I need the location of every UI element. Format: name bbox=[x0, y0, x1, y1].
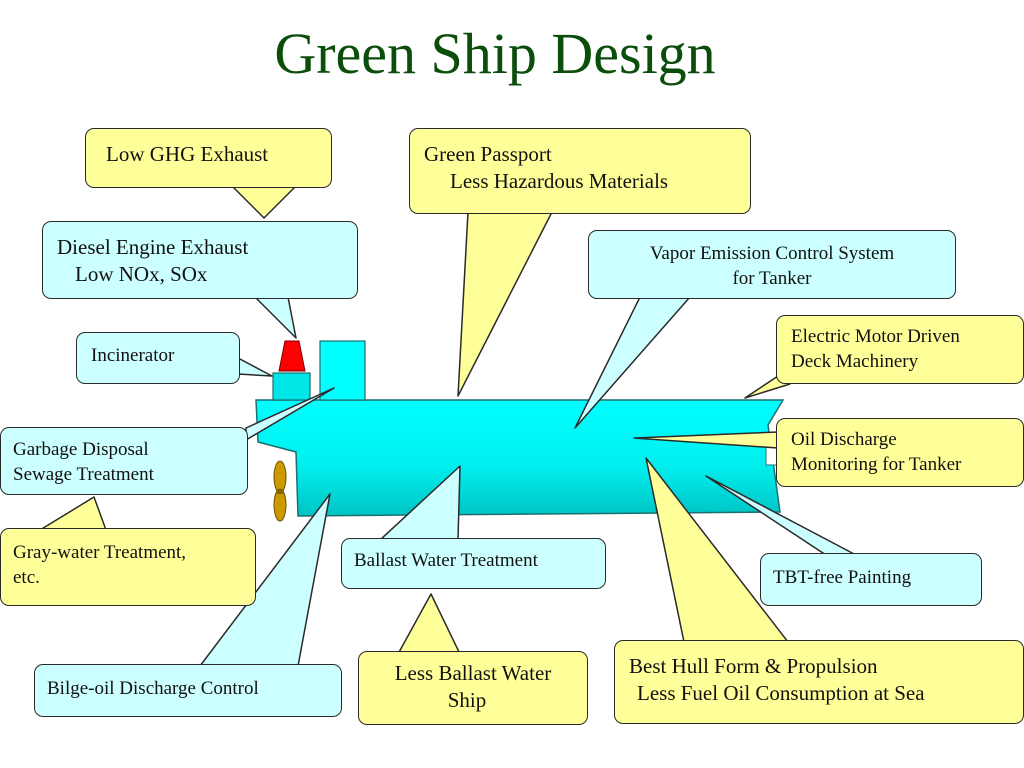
callout-pointers bbox=[39, 185, 857, 667]
pointer-green-passport bbox=[457, 211, 553, 397]
pointer-diesel bbox=[254, 296, 297, 339]
callout-line: Diesel Engine Exhaust bbox=[57, 235, 249, 259]
callout-line: Less Hazardous Materials bbox=[450, 169, 669, 194]
callout-line: Ballast Water Treatment bbox=[354, 550, 538, 571]
callout-bilge-oil: Bilge-oil Discharge Control bbox=[34, 664, 342, 717]
callout-less-ballast: Less Ballast Water Ship bbox=[358, 651, 588, 725]
callout-line: Garbage Disposal bbox=[13, 439, 149, 460]
callout-diesel-engine-exhaust: Diesel Engine Exhaust Low NOx, SOx bbox=[42, 221, 358, 299]
ship-hull bbox=[255, 399, 785, 517]
page-title: Green Ship Design bbox=[274, 21, 716, 86]
engine-casing bbox=[272, 372, 311, 401]
callout-low-ghg-exhaust: Low GHG Exhaust bbox=[85, 128, 332, 188]
callout-line: Bilge-oil Discharge Control bbox=[47, 678, 259, 699]
callout-oil-discharge: Oil Discharge Monitoring for Tanker bbox=[776, 418, 1024, 487]
callout-line: for Tanker bbox=[732, 267, 812, 289]
callout-line: Vapor Emission Control System bbox=[649, 243, 895, 264]
callout-gray-water: Gray-water Treatment, etc. bbox=[0, 528, 256, 606]
callout-line: Low GHG Exhaust bbox=[106, 142, 269, 166]
bridge-superstructure bbox=[319, 340, 366, 401]
callout-vapor-emission: Vapor Emission Control System for Tanker bbox=[588, 230, 956, 299]
callout-line: Monitoring for Tanker bbox=[791, 453, 962, 475]
callout-ballast-water-treatment: Ballast Water Treatment bbox=[341, 538, 606, 589]
callout-line: Electric Motor Driven bbox=[791, 326, 960, 347]
callout-line: TBT-free Painting bbox=[773, 567, 912, 588]
callout-incinerator: Incinerator bbox=[76, 332, 240, 384]
callout-green-passport: Green Passport Less Hazardous Materials bbox=[409, 128, 751, 214]
funnel bbox=[278, 340, 306, 372]
pointer-less-ballast bbox=[397, 593, 461, 655]
callout-line: Gray-water Treatment, bbox=[13, 542, 187, 563]
callout-hull-form-propulsion: Best Hull Form & Propulsion Less Fuel Oi… bbox=[614, 640, 1024, 724]
callout-line: Ship bbox=[447, 688, 487, 713]
callout-line: Less Ballast Water bbox=[394, 661, 552, 685]
callout-garbage-sewage: Garbage Disposal Sewage Treatment bbox=[0, 427, 248, 495]
callout-line: Green Passport bbox=[424, 142, 552, 166]
callout-line: Deck Machinery bbox=[791, 350, 919, 372]
propeller bbox=[273, 460, 287, 522]
callout-line: Incinerator bbox=[91, 345, 175, 366]
callout-line: Less Fuel Oil Consumption at Sea bbox=[637, 681, 925, 706]
callout-line: Oil Discharge bbox=[791, 429, 897, 450]
pointer-incinerator bbox=[237, 357, 273, 377]
stern-line bbox=[257, 441, 297, 453]
callout-line: Low NOx, SOx bbox=[75, 262, 208, 287]
callout-line: etc. bbox=[13, 566, 40, 588]
ship bbox=[255, 340, 785, 522]
pointer-low-ghg bbox=[231, 185, 297, 219]
callout-line: Best Hull Form & Propulsion bbox=[629, 654, 878, 678]
callout-electric-motor: Electric Motor Driven Deck Machinery bbox=[776, 315, 1024, 384]
callout-line: Sewage Treatment bbox=[13, 463, 154, 485]
callout-tbt-free: TBT-free Painting bbox=[760, 553, 982, 606]
pointer-gray bbox=[39, 496, 107, 531]
pointer-tbt bbox=[705, 475, 857, 556]
